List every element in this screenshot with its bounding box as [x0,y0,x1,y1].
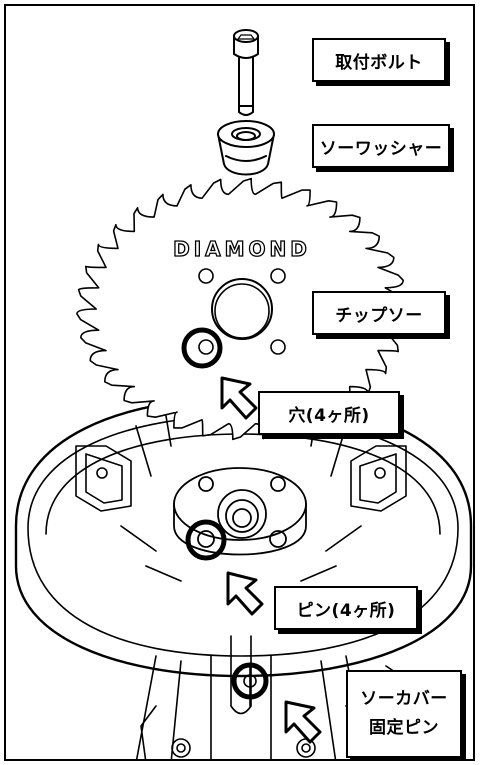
label-pins: ピン(4ヶ所) [274,586,418,630]
hub-flange [173,467,307,556]
saw-washer [217,120,275,176]
diagram-frame: DIAMOND 取付ボルト ソーワッシャー チップソー 穴(4ヶ所) ピン(4ヶ… [4,4,475,761]
mounting-bolt [233,29,259,116]
label-saw-cover-line1: ソーカバー [360,689,448,710]
mower-body [14,396,473,759]
blade-brand-text: DIAMOND [173,237,311,261]
label-mounting-bolt: 取付ボルト [312,38,446,82]
label-saw-cover-line2: 固定ピン [369,718,439,738]
pointer-arrows [220,376,322,744]
label-tip-saw: チップソー [312,291,446,335]
label-saw-cover-pin: ソーカバー 固定ピン [346,670,462,758]
exploded-assembly-drawing: DIAMOND [14,29,473,759]
label-saw-washer: ソーワッシャー [312,124,450,168]
label-holes: 穴(4ヶ所) [258,391,400,435]
